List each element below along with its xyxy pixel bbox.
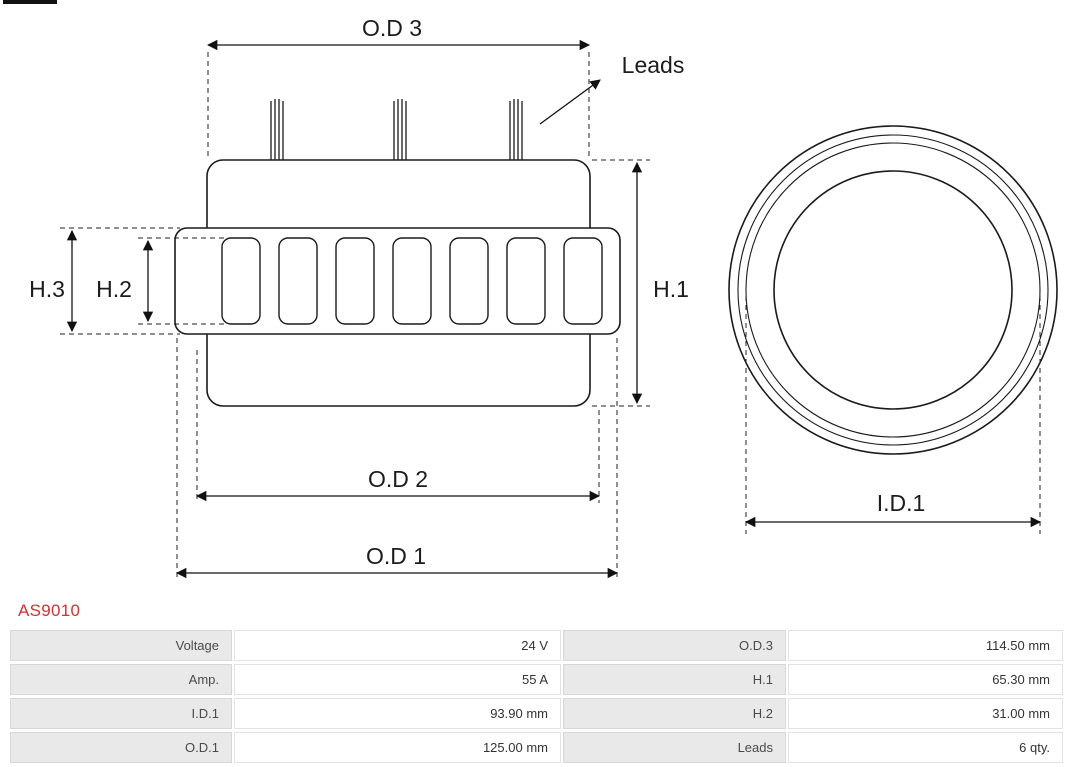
spec-value-h2: 31.00 mm [788, 698, 1063, 729]
stator-core-slots [221, 237, 603, 325]
dimension-h2: H.2 [96, 237, 228, 325]
core-slot [221, 237, 261, 325]
annotation-leads: Leads [539, 52, 685, 125]
spec-table: Voltage 24 V O.D.3 114.50 mm Amp. 55 A H… [10, 630, 1063, 763]
dimension-id1: I.D.1 [744, 296, 1042, 534]
spec-label-id1: I.D.1 [10, 698, 232, 729]
spec-value-od1: 125.00 mm [234, 732, 561, 763]
spec-value-od3: 114.50 mm [788, 630, 1063, 661]
dimension-label-h2: H.2 [96, 276, 132, 302]
stator-front-view [728, 125, 1058, 455]
dimension-od1: O.D 1 [175, 338, 619, 580]
bore-circle [773, 170, 1013, 410]
part-number: AS9010 [18, 601, 81, 620]
spec-label-voltage: Voltage [10, 630, 232, 661]
dimension-label-od2: O.D 2 [368, 466, 428, 492]
stator-side-view [174, 99, 621, 407]
spec-label-leads: Leads [563, 732, 786, 763]
spec-value-amp: 55 A [234, 664, 561, 695]
dimension-h1: H.1 [592, 159, 689, 407]
core-slot [278, 237, 318, 325]
spec-label-h2: H.2 [563, 698, 786, 729]
dimension-label-od1: O.D 1 [366, 543, 426, 569]
spec-value-id1: 93.90 mm [234, 698, 561, 729]
leads-pointer-line [539, 79, 601, 125]
core-slot [392, 237, 432, 325]
spec-label-od1: O.D.1 [10, 732, 232, 763]
stator-leads-wires [270, 99, 523, 162]
annotation-label-leads: Leads [622, 52, 685, 78]
spec-value-h1: 65.30 mm [788, 664, 1063, 695]
dimension-label-od3: O.D 3 [362, 15, 422, 41]
spec-label-od3: O.D.3 [563, 630, 786, 661]
dimension-h3: H.3 [29, 227, 180, 335]
core-slot [506, 237, 546, 325]
outer-circle [728, 125, 1058, 455]
core-slot [563, 237, 603, 325]
ring-circle [737, 134, 1049, 446]
ring-circle [745, 142, 1041, 438]
spec-value-voltage: 24 V [234, 630, 561, 661]
spec-label-h1: H.1 [563, 664, 786, 695]
logo-fragment [3, 0, 57, 4]
core-slot [449, 237, 489, 325]
dimension-od2: O.D 2 [195, 350, 601, 503]
core-slot [335, 237, 375, 325]
dimension-label-h3: H.3 [29, 276, 65, 302]
spec-label-amp: Amp. [10, 664, 232, 695]
dimension-od3: O.D 3 [206, 15, 591, 156]
dimension-label-id1: I.D.1 [877, 490, 926, 516]
spec-value-leads: 6 qty. [788, 732, 1063, 763]
stator-technical-diagram: O.D 3 Leads H.1 H.3 H.2 [29, 15, 1058, 580]
dimension-label-h1: H.1 [653, 276, 689, 302]
